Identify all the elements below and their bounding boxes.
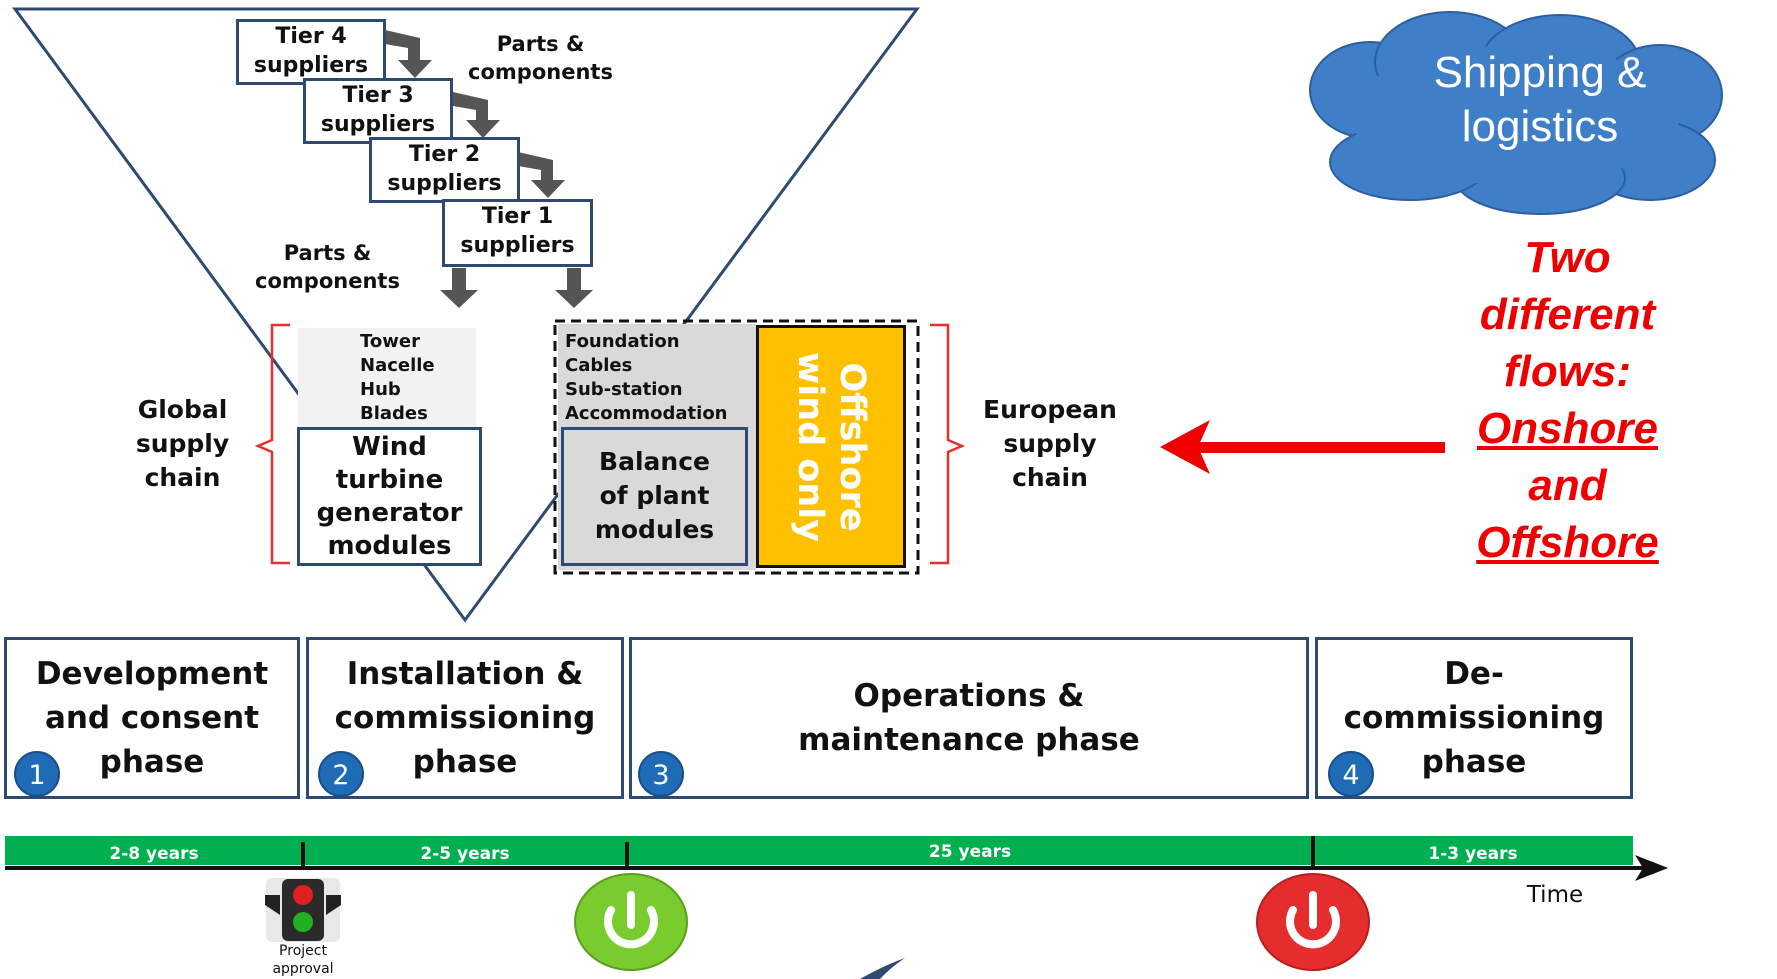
bop-component-substation: Sub-station: [565, 379, 683, 400]
phase-1-badge: 1: [14, 751, 60, 797]
duration-decommissioning: 1-3 years: [1428, 844, 1518, 864]
shipping-logistics-label: Shipping & logistics: [1433, 48, 1647, 151]
offshore-only-label: Offshore wind only: [790, 351, 872, 542]
timeline-ticks: [301, 836, 1315, 868]
tier-cascade-arrows: [385, 30, 565, 198]
tier-3-box: Tier 3 suppliers: [303, 78, 453, 144]
wtg-component-tower: Tower: [360, 331, 420, 352]
phase-development: Development and consent phase: [4, 637, 300, 799]
bop-dashed-box: [553, 319, 920, 575]
phase-operations: Operations & maintenance phase: [629, 637, 1309, 799]
phase-operations-label: Operations & maintenance phase: [798, 678, 1140, 758]
parts-components-top-label: Parts & components: [468, 32, 613, 84]
wtg-component-nacelle: Nacelle: [360, 355, 435, 376]
wtg-components-panel: Tower Nacelle Hub Blades: [298, 328, 476, 428]
project-approval-label: Project approval: [272, 943, 334, 977]
tier-4-box: Tier 4 suppliers: [236, 19, 386, 85]
flows-line-2: different: [1479, 290, 1656, 339]
supply-funnel-triangle: [12, 7, 920, 623]
cloud-shape: [1309, 11, 1723, 215]
timeline-bar: [5, 836, 1633, 865]
stop-power-icon: [1256, 873, 1370, 971]
phase-development-label: Development and consent phase: [35, 656, 269, 780]
traffic-light-icon: [265, 878, 341, 942]
wtg-component-hub: Hub: [360, 379, 401, 400]
flows-callout: Two different flows: Onshore and Offshor…: [1440, 229, 1695, 571]
duration-development: 2-8 years: [109, 844, 199, 864]
logo-swoosh-icon: [860, 958, 905, 979]
european-bracket: [930, 323, 966, 565]
phase-3-badge: 3: [638, 751, 684, 797]
duration-installation: 2-5 years: [420, 844, 510, 864]
phase-decommissioning-label: De- commissioning phase: [1343, 656, 1605, 780]
global-supply-chain-label: Global supply chain: [135, 395, 230, 492]
tier-3-label: Tier 3 suppliers: [320, 83, 436, 137]
european-supply-chain-label: European supply chain: [983, 395, 1117, 492]
tier-2-label: Tier 2 suppliers: [387, 142, 502, 196]
tier-4-label: Tier 4 suppliers: [253, 24, 369, 78]
global-bracket: [254, 323, 290, 565]
bop-component-foundation: Foundation: [565, 331, 680, 352]
offshore-only-box: Offshore wind only: [756, 325, 906, 568]
tier-1-box: Tier 1 suppliers: [442, 199, 593, 267]
tier-2-box: Tier 2 suppliers: [369, 137, 520, 203]
flows-line-1: Two: [1524, 233, 1611, 282]
flows-and: and: [1528, 461, 1607, 510]
time-arrowhead: [1635, 855, 1668, 881]
flows-onshore: Onshore: [1477, 404, 1658, 453]
phase-2-badge: 2: [318, 751, 364, 797]
parts-components-left-label: Parts & components: [255, 241, 400, 293]
bop-module-box: Balance of plant modules: [561, 427, 748, 566]
bop-component-accommodation: Accommodation: [565, 403, 728, 424]
flows-offshore: Offshore: [1476, 518, 1659, 567]
time-axis-label: Time: [1526, 882, 1584, 908]
wtg-module-box: Wind turbine generator modules: [297, 427, 482, 566]
phase-4-badge: 4: [1328, 751, 1374, 797]
flow-arrow: [1160, 420, 1445, 474]
wtg-component-blades: Blades: [360, 403, 428, 424]
duration-operations: 25 years: [928, 842, 1012, 862]
bop-component-cables: Cables: [565, 355, 633, 376]
tier-1-label: Tier 1 suppliers: [460, 204, 575, 258]
flows-line-3: flows:: [1503, 347, 1632, 396]
down-arrows: [440, 268, 593, 308]
phase-installation-label: Installation & commissioning phase: [334, 656, 596, 780]
start-power-icon: [574, 873, 688, 971]
